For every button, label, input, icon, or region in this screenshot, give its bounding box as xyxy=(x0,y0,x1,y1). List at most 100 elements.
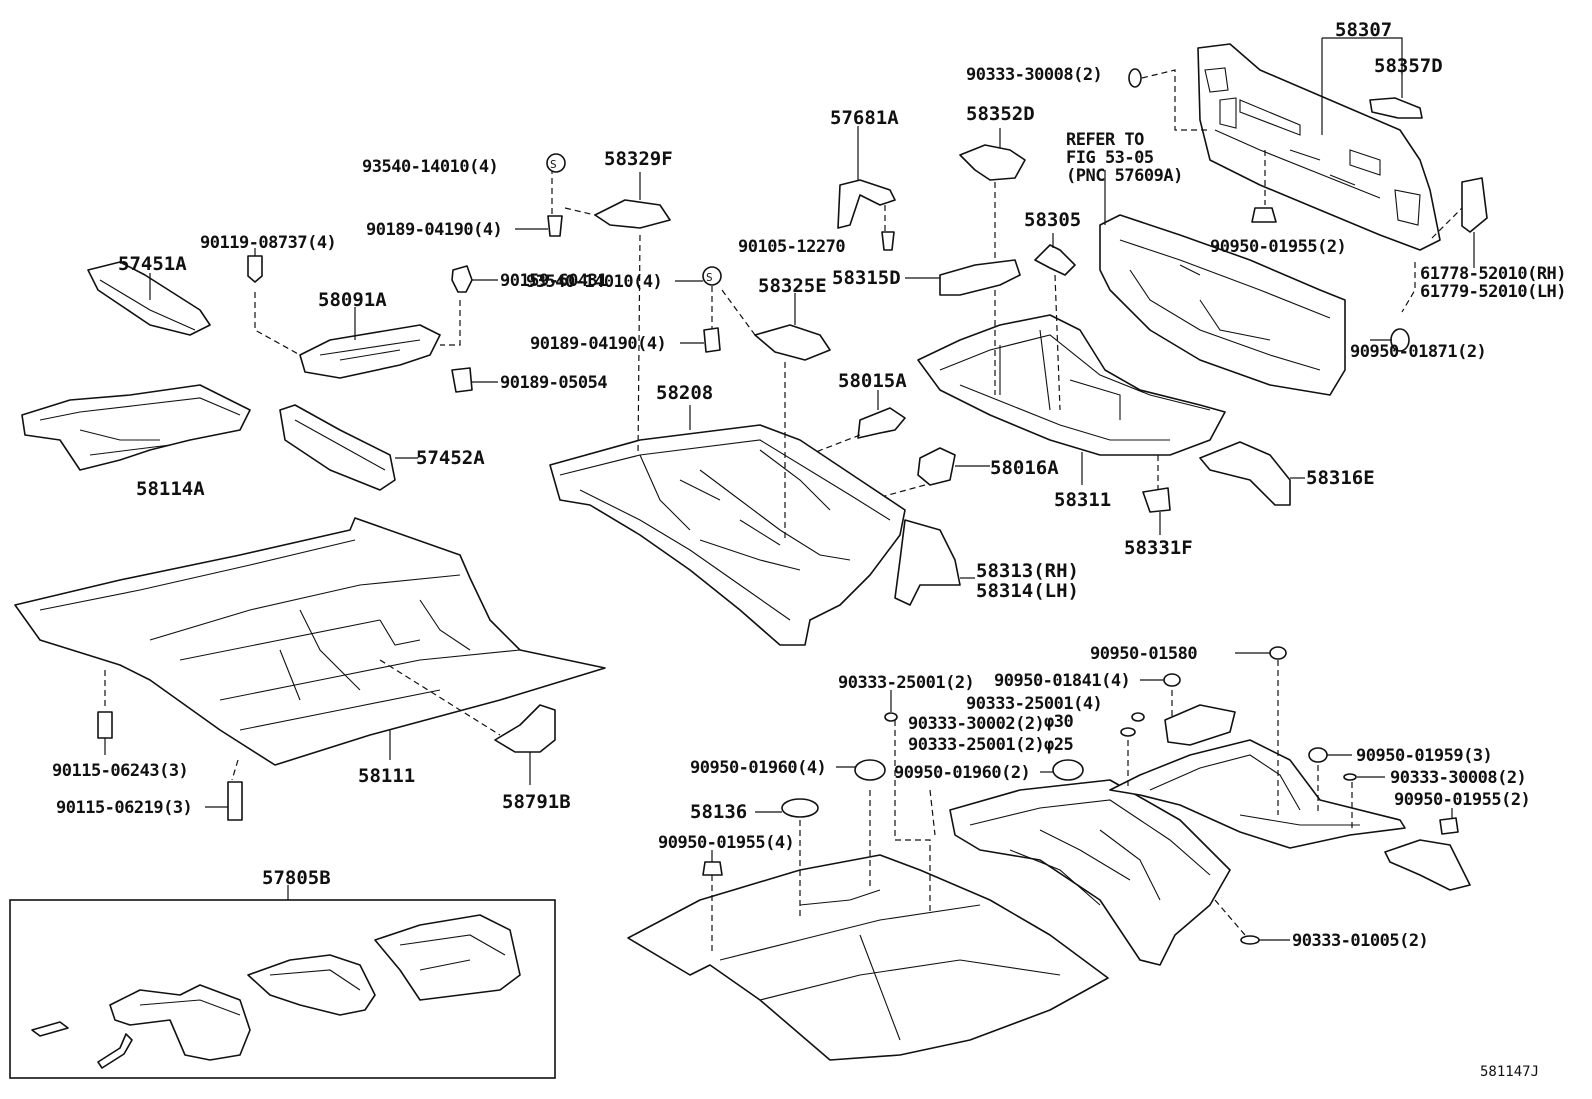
label-90950-01871: 90950-01871(2) xyxy=(1350,342,1486,362)
label-58305: 58305 xyxy=(1024,209,1081,231)
part-58357D-bracket xyxy=(1369,97,1423,119)
clip-90950-01955-b xyxy=(1439,817,1459,835)
label-90333-30008-b: 90333-30008(2) xyxy=(1390,768,1526,788)
grommet-61778 xyxy=(1461,177,1488,233)
label-58315D: 58315D xyxy=(832,267,901,289)
part-58791B xyxy=(494,704,556,753)
nut-90189-05054 xyxy=(451,367,473,393)
label-58352D: 58352D xyxy=(966,103,1035,125)
part-floor-pan-rear-right xyxy=(1109,739,1406,849)
label-90333-30008-2-top: 90333-30008(2) xyxy=(966,65,1102,85)
bracket-90950-01841 xyxy=(1164,704,1236,746)
label-90115-06219: 90115-06219(3) xyxy=(56,798,192,818)
plug-90333-30002 xyxy=(1120,727,1136,737)
label-90189-05054: 90189-05054 xyxy=(500,373,607,393)
bolt-90119-08737 xyxy=(247,255,263,283)
svg-text:S: S xyxy=(550,158,557,171)
label-58331F: 58331F xyxy=(1124,537,1193,559)
svg-text:S: S xyxy=(706,271,713,284)
label-57451A: 57451A xyxy=(118,253,187,275)
labels: 58307 90333-30008(2) 58357D 57681A 58352… xyxy=(52,19,1567,1080)
label-90333-25001-4: 90333-25001(4) xyxy=(966,694,1102,714)
clip-90950-01955-top xyxy=(1251,207,1277,223)
label-58307: 58307 xyxy=(1335,19,1392,41)
label-90115-06243: 90115-06243(3) xyxy=(52,761,188,781)
label-61778: 61778-52010(RH) xyxy=(1420,264,1566,284)
label-90119-08737: 90119-08737(4) xyxy=(200,233,336,253)
part-floor-pan-lower-left xyxy=(627,854,1109,1061)
part-58016A xyxy=(917,447,956,486)
label-phi25: φ25 xyxy=(1044,735,1073,755)
label-90333-30002: 90333-30002(2) xyxy=(908,714,1044,734)
plug-90333-30008-top xyxy=(1128,68,1142,88)
diagram-id: 581147J xyxy=(1480,1064,1539,1080)
part-58091A xyxy=(299,324,441,379)
bracket-rear-right xyxy=(1384,839,1471,891)
part-58305 xyxy=(1034,244,1076,276)
label-58114A: 58114A xyxy=(136,478,205,500)
grommet-90950-01960-4 xyxy=(854,759,886,781)
plug-90333-25001-2 xyxy=(884,712,898,722)
part-58307-rear-panel xyxy=(1197,43,1441,251)
label-refer-line3: (PNC 57609A) xyxy=(1066,166,1183,186)
label-57681A: 57681A xyxy=(830,107,899,129)
part-57805B-tunnel-set xyxy=(31,914,521,1069)
bolt-90159-60431 xyxy=(451,265,473,293)
label-61779: 61779-52010(LH) xyxy=(1420,282,1566,302)
part-58313-58314 xyxy=(894,519,961,606)
grommet-90950-01959 xyxy=(1308,747,1328,763)
label-90105-12270: 90105-12270 xyxy=(738,237,845,257)
label-90189-04190-a: 90189-04190(4) xyxy=(366,220,502,240)
label-90950-01960-4: 90950-01960(4) xyxy=(690,758,826,778)
label-58015A: 58015A xyxy=(838,370,907,392)
clip-90950-01955-4 xyxy=(702,861,723,876)
grommet-90950-01960-2 xyxy=(1052,759,1084,781)
label-refer-line2: FIG 53-05 xyxy=(1066,148,1154,168)
label-90950-01959: 90950-01959(3) xyxy=(1356,746,1492,766)
label-90950-01955-4: 90950-01955(4) xyxy=(658,833,794,853)
stud-93540-14010-a xyxy=(546,153,566,173)
label-phi30: φ30 xyxy=(1044,712,1073,732)
label-90950-01955-b: 90950-01955(2) xyxy=(1394,790,1530,810)
part-58111-front-floor xyxy=(14,517,606,766)
label-90333-01005: 90333-01005(2) xyxy=(1292,931,1428,951)
label-90189-04190-b: 90189-04190(4) xyxy=(530,334,666,354)
part-58316E xyxy=(1199,441,1291,506)
part-58331F xyxy=(1142,487,1171,513)
label-90950-01841: 90950-01841(4) xyxy=(994,671,1130,691)
label-58314: 58314(LH) xyxy=(976,580,1079,602)
label-90950-01580: 90950-01580 xyxy=(1090,644,1197,664)
label-58208: 58208 xyxy=(656,382,713,404)
label-90333-25001-2: 90333-25001(2) xyxy=(838,673,974,693)
label-57452A: 57452A xyxy=(416,447,485,469)
part-58329F xyxy=(594,199,671,229)
part-58352D xyxy=(959,144,1026,181)
plug-90950-01841 xyxy=(1163,673,1181,687)
label-57805B: 57805B xyxy=(262,867,331,889)
label-58311: 58311 xyxy=(1054,489,1111,511)
ref-panel-57609A xyxy=(1099,214,1346,396)
label-90159-60431: 90159-60431 xyxy=(500,271,607,291)
label-58136: 58136 xyxy=(690,801,747,823)
part-58114A xyxy=(21,384,251,471)
label-90950-01955-top: 90950-01955(2) xyxy=(1210,237,1346,257)
part-57451A xyxy=(87,261,211,336)
nut-90189-04190-b xyxy=(703,327,721,353)
label-58016A: 58016A xyxy=(990,457,1059,479)
label-90950-01960-2: 90950-01960(2) xyxy=(894,763,1030,783)
bolt-90105-12270 xyxy=(881,231,895,251)
bolt-90115-06243 xyxy=(97,711,113,739)
box-57805B xyxy=(9,899,556,1079)
label-58316E: 58316E xyxy=(1306,467,1375,489)
label-93540-14010-b: 93540-14010(4) xyxy=(526,272,662,292)
label-58111: 58111 xyxy=(358,765,415,787)
label-90333-25001-2b: 90333-25001(2) xyxy=(908,735,1044,755)
label-58791B: 58791B xyxy=(502,791,571,813)
plug-58136 xyxy=(781,798,819,818)
part-58015A xyxy=(857,407,906,439)
part-57681A xyxy=(837,179,896,229)
label-58091A: 58091A xyxy=(318,289,387,311)
label-refer-line1: REFER TO xyxy=(1066,130,1144,150)
plug-90333-30008-b xyxy=(1343,773,1357,781)
